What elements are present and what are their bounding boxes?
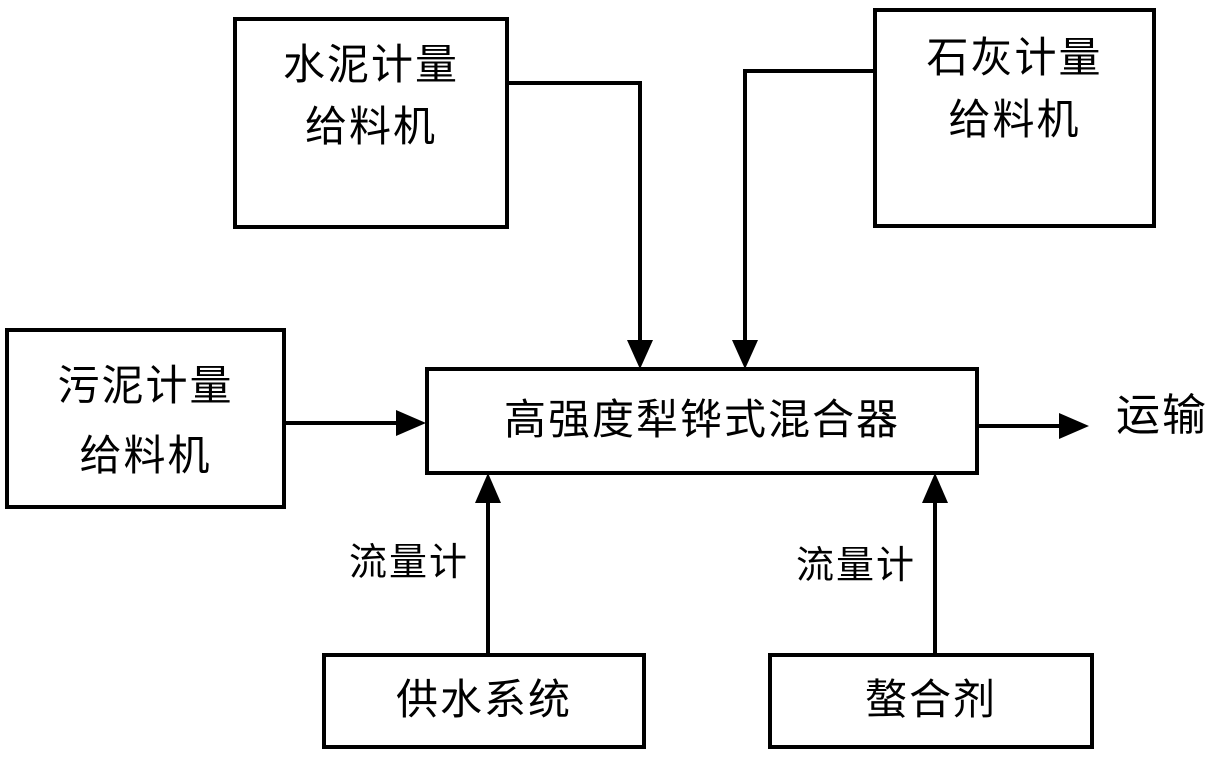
- edge-sludge-to-mixer: [283, 410, 426, 436]
- edge-mixer-to-transport: [976, 413, 1089, 439]
- edge-chelate-to-mixer: [922, 473, 948, 655]
- node-cement-feeder: 水泥计量 给料机: [233, 17, 509, 229]
- node-sludge-feeder-label-line2: 给料机: [79, 434, 212, 480]
- node-mixer-label: 高强度犁铧式混合器: [503, 398, 900, 444]
- edge-water-to-mixer: [475, 473, 501, 655]
- edge-lime-to-mixer: [732, 69, 875, 369]
- node-mixer: 高强度犁铧式混合器: [425, 367, 979, 475]
- node-lime-feeder-label-line1: 石灰计量: [926, 36, 1103, 82]
- node-water-supply: 供水系统: [322, 653, 646, 749]
- node-cement-feeder-label-line1: 水泥计量: [282, 43, 459, 89]
- node-lime-feeder-label-line2: 给料机: [948, 98, 1081, 144]
- node-chelating-agent: 螯合剂: [768, 653, 1094, 749]
- flow-meter-label-right: 流量计: [796, 545, 917, 587]
- node-water-supply-label: 供水系统: [395, 678, 572, 724]
- node-sludge-feeder-label-line1: 污泥计量: [57, 364, 234, 410]
- node-lime-feeder: 石灰计量 给料机: [873, 8, 1156, 228]
- node-chelating-agent-label: 螯合剂: [864, 678, 997, 724]
- node-cement-feeder-label-line2: 给料机: [304, 105, 437, 151]
- node-sludge-feeder: 污泥计量 给料机: [5, 328, 286, 509]
- flow-meter-label-left: 流量计: [349, 542, 470, 584]
- edge-cement-to-mixer: [506, 81, 653, 369]
- transport-label: 运输: [1116, 391, 1208, 440]
